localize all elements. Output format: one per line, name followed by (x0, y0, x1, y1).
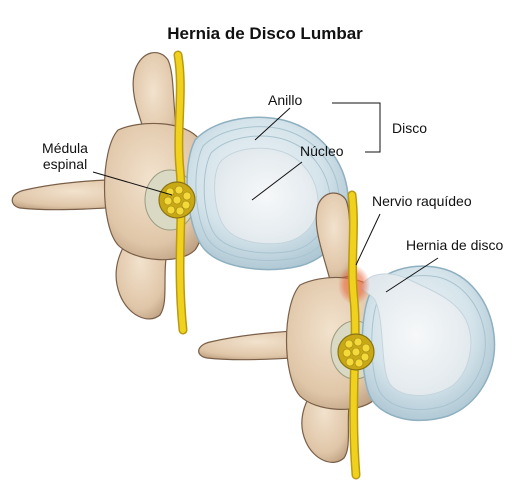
label-medula-espinal: Médula espinal (34, 140, 96, 172)
label-medula-line2: espinal (42, 156, 88, 172)
label-anillo: Anillo (268, 92, 303, 108)
leader-nucleo (251, 161, 303, 201)
leader-anillo (254, 107, 291, 141)
top-vertebra (11, 50, 349, 335)
diagram-title: Hernia de Disco Lumbar (167, 24, 363, 43)
label-disco: Disco (392, 120, 428, 136)
leader-nervio (355, 213, 381, 266)
top-disc-nucleus (214, 147, 319, 245)
label-nucleo: Núcleo (300, 143, 344, 159)
leader-medula (92, 171, 173, 196)
bottom-disc-nucleus (361, 273, 472, 397)
label-medula-line1: Médula (42, 140, 88, 156)
disco-bracket (332, 102, 381, 153)
label-hernia-de-disco: Hernia de disco (406, 237, 504, 253)
leader-lines (92, 102, 439, 293)
label-nervio-raquideo: Nervio raquídeo (372, 193, 472, 209)
leader-hernia (385, 257, 439, 293)
bottom-vertebra (198, 190, 496, 480)
